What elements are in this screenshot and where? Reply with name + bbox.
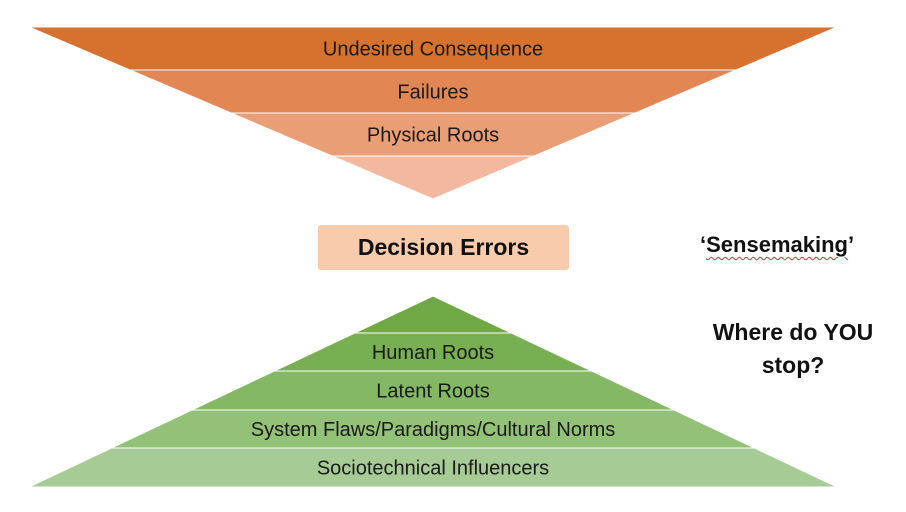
sensemaking-word: Sensemaking: [706, 232, 848, 257]
top-funnel-label-failures: Failures: [397, 82, 468, 104]
question-line-1: Where do YOU: [712, 319, 874, 345]
bottom-pyramid-label-sociotechnical-influencers: Sociotechnical Influencers: [317, 458, 549, 480]
top-funnel-label-undesired-consequence: Undesired Consequence: [323, 39, 543, 61]
sensemaking-open-quote: ‘: [700, 232, 707, 257]
bottom-pyramid-label-latent-roots: Latent Roots: [376, 381, 489, 403]
top-funnel-label-physical-roots: Physical Roots: [367, 125, 499, 147]
bottom-pyramid-layer-apex-0: [354, 295, 512, 334]
decision-errors-label: Decision Errors: [357, 234, 530, 260]
bottom-pyramid-label-human-roots: Human Roots: [372, 342, 494, 364]
decision-errors-box: Decision Errors: [318, 225, 569, 270]
sensemaking-note: ‘Sensemaking’: [700, 232, 854, 258]
where-do-you-stop-note: Where do YOU stop?: [688, 316, 898, 382]
bottom-pyramid-label-system-flaws-paradigms-cultural-norms: System Flaws/Paradigms/Cultural Norms: [251, 419, 616, 441]
sensemaking-close-quote: ’: [847, 232, 855, 257]
bottom-pyramid-layer-sociotechnical-influencers: [28, 447, 838, 488]
top-funnel-layer-apex-3: [331, 155, 535, 200]
question-line-2: stop?: [761, 352, 825, 378]
